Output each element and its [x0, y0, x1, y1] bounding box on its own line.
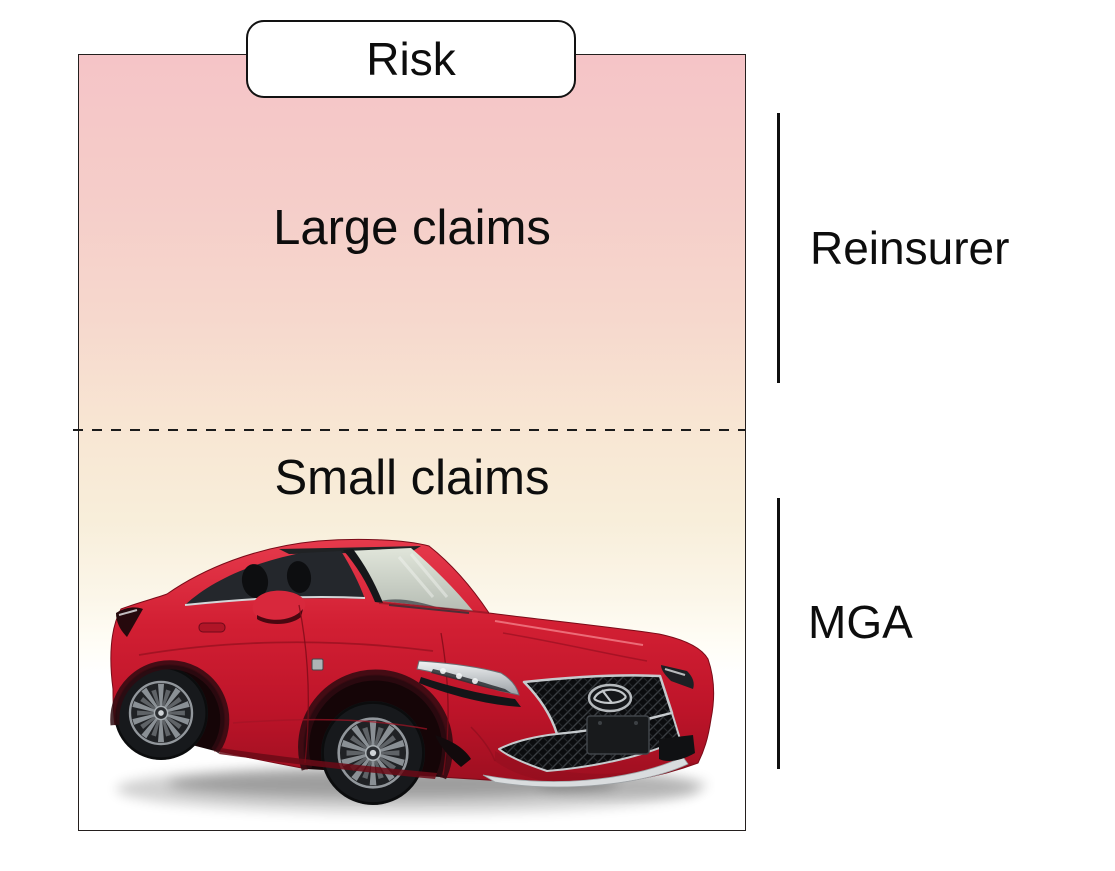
mga-label: MGA [808, 596, 913, 648]
risk-title-box: Risk [246, 20, 576, 98]
mga-bracket-line [777, 498, 780, 769]
large-claims-label: Large claims [273, 201, 551, 255]
risk-title: Risk [366, 33, 456, 85]
red-sports-car-icon [110, 538, 715, 813]
claims-divider-dashed-line [73, 429, 745, 431]
reinsurer-bracket-line [777, 113, 780, 383]
reinsurer-label: Reinsurer [810, 222, 1010, 274]
small-claims-label: Small claims [274, 451, 550, 505]
